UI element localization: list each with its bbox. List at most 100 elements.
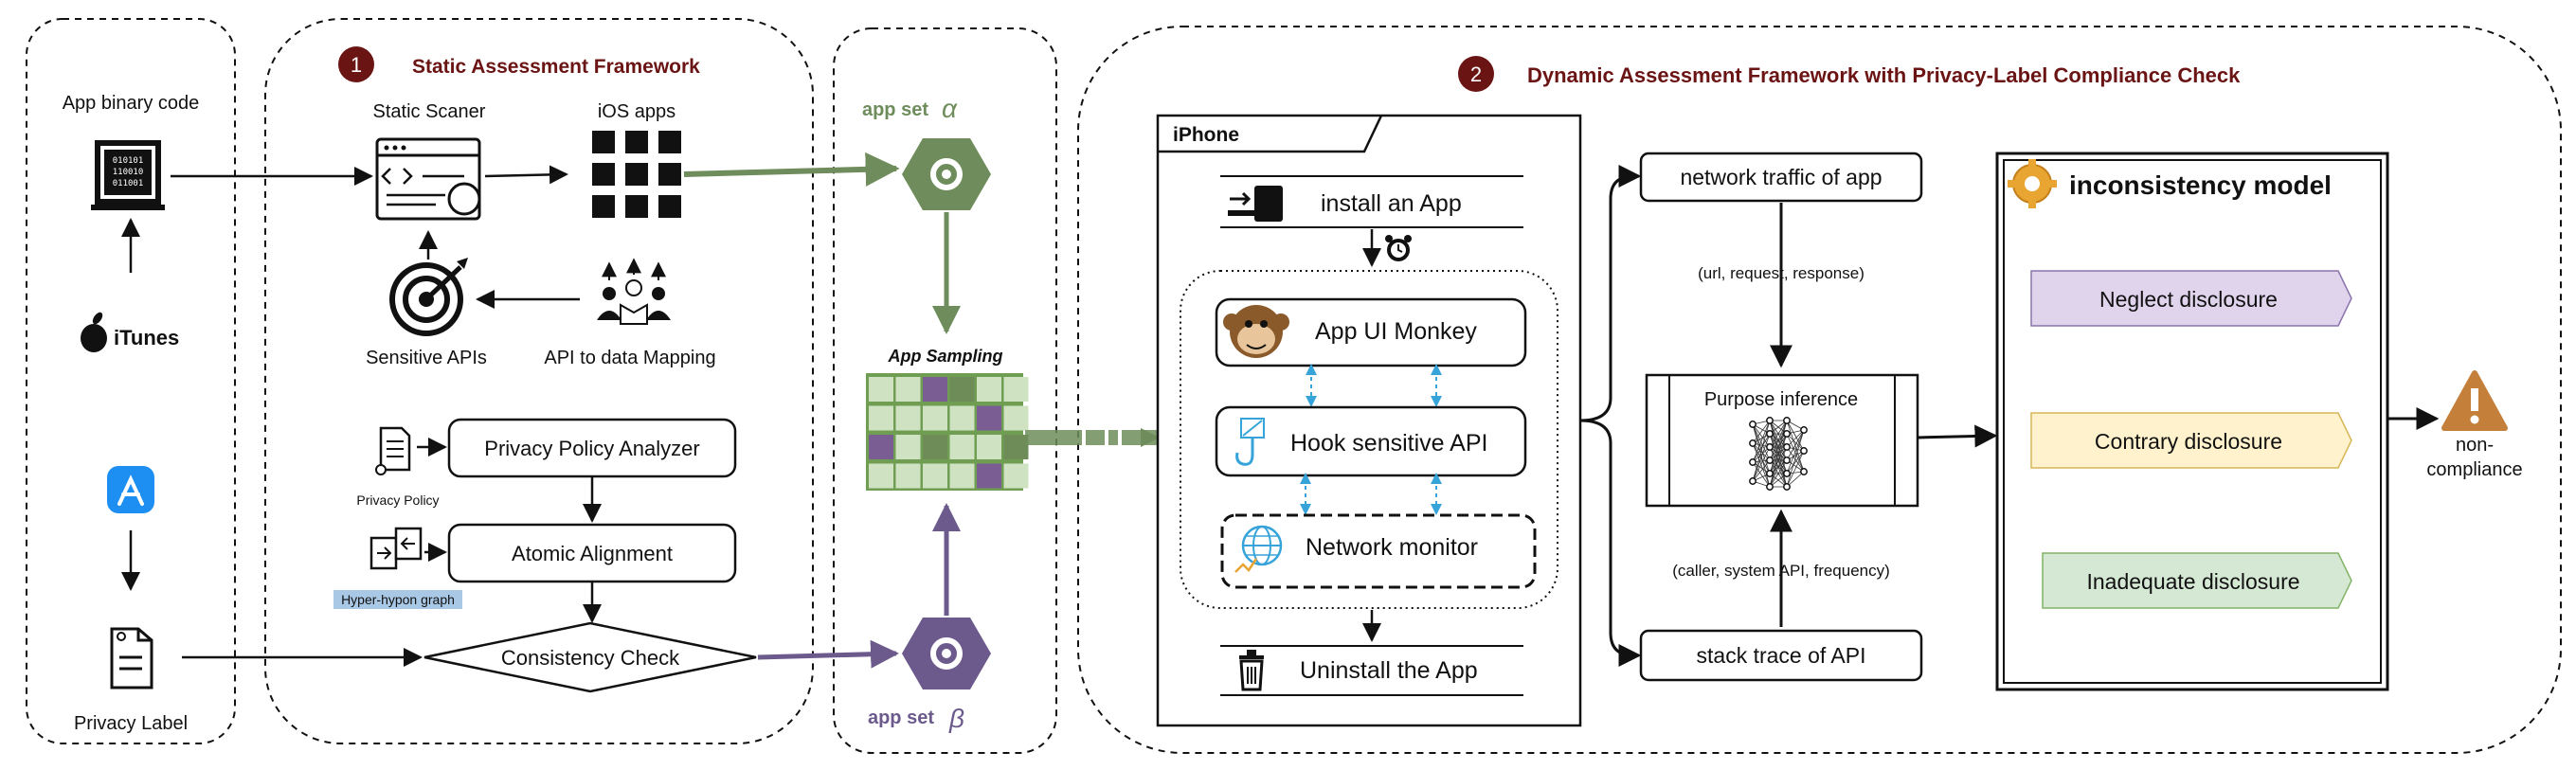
install-label: install an App — [1321, 190, 1462, 217]
network-monitor-box — [1220, 513, 1537, 589]
nn-edge — [1752, 459, 1771, 482]
sample-cell — [895, 405, 921, 431]
svg-text:010101: 010101 — [113, 156, 144, 166]
privacy-policy-icon — [375, 426, 411, 475]
nn-node — [1800, 468, 1808, 475]
nn-edge — [1752, 423, 1771, 475]
ui-monkey-label: App UI Monkey — [1315, 318, 1477, 345]
nn-edge — [1786, 429, 1805, 488]
nn-edge — [1752, 420, 1771, 482]
api-mapping-icon — [597, 258, 671, 325]
hyper-highlight — [333, 590, 462, 609]
alpha-symbol: α — [942, 94, 958, 123]
step-1-number: 1 — [351, 53, 362, 77]
nn-edge — [1786, 471, 1805, 488]
nn-edge — [1786, 433, 1805, 452]
static-title: Static Assessment Framework — [412, 56, 700, 78]
sample-cell — [1003, 377, 1029, 402]
nn-node — [1783, 457, 1791, 464]
nn-node — [1783, 430, 1791, 438]
nn-edge — [1786, 429, 1805, 448]
nn-edge — [1752, 446, 1771, 463]
privacy-policy-label: Privacy Policy — [356, 492, 439, 508]
sample-cell — [1003, 405, 1029, 431]
sensitive-apis-label: Sensitive APIs — [366, 348, 487, 368]
nn-edge — [1786, 420, 1805, 452]
nn-edge — [1769, 420, 1788, 448]
hook-api-label: Hook sensitive API — [1290, 430, 1487, 457]
contrary-disclosure-tag — [2030, 412, 2352, 469]
warning-icon — [2441, 370, 2508, 431]
app-set-alpha-hexagon — [902, 138, 991, 210]
app-sampling-label: App Sampling — [888, 347, 1003, 366]
sample-cell — [977, 405, 1001, 431]
nn-edge — [1769, 433, 1788, 488]
test-loop-region — [1180, 270, 1558, 609]
nn-node — [1766, 470, 1774, 477]
sample-cell — [949, 377, 975, 402]
ios-apps-grid-icon — [592, 131, 681, 218]
api-mapping-label: API to data Mapping — [544, 348, 715, 368]
sample-cell — [1003, 435, 1029, 459]
sample-cell — [895, 377, 921, 402]
privacy-label-text: Privacy Label — [74, 713, 188, 734]
nn-node — [1800, 447, 1808, 455]
binary-code-icon: 010101 110010 011001 — [91, 140, 165, 210]
sample-cell — [977, 463, 1001, 489]
nn-edge — [1786, 429, 1805, 461]
neglect-disclosure-label: Neglect disclosure — [2099, 287, 2278, 312]
nn-node — [1766, 457, 1774, 464]
step-2-badge — [1458, 56, 1494, 92]
nn-edge — [1752, 433, 1771, 463]
stack-trace-box — [1639, 629, 1923, 682]
sample-cell — [923, 405, 947, 431]
hyper-hypon-label: Hyper-hypon graph — [341, 592, 455, 607]
nn-node — [1800, 426, 1808, 434]
sample-cell — [869, 463, 893, 489]
step-1-badge — [338, 46, 374, 82]
consistency-check-label: Consistency Check — [501, 646, 680, 670]
app-set-beta-label: app set — [868, 707, 934, 728]
trash-icon — [1239, 650, 1264, 691]
nn-edge — [1769, 420, 1788, 461]
static-scanner-icon — [375, 137, 481, 221]
monkey-icon — [1223, 305, 1289, 358]
noncompliance-line2: compliance — [2426, 459, 2522, 480]
uninstall-label: Uninstall the App — [1300, 657, 1478, 684]
nn-node — [1766, 430, 1774, 438]
sample-cell — [895, 435, 921, 459]
ui-monkey-box — [1215, 297, 1527, 367]
beta-symbol: β — [948, 704, 964, 733]
alarm-clock-icon — [1385, 235, 1412, 261]
app-store-icon — [107, 466, 154, 513]
inadequate-disclosure-label: Inadequate disclosure — [2086, 569, 2299, 594]
step-2-number: 2 — [1470, 63, 1482, 86]
inconsistency-model-title: inconsistency model — [2069, 170, 2332, 200]
network-monitor-label: Network monitor — [1306, 534, 1478, 561]
sources-region — [26, 18, 236, 744]
nn-edge — [1752, 461, 1771, 488]
svg-text:110010: 110010 — [113, 168, 144, 177]
sample-cell — [949, 463, 975, 489]
nn-edge — [1786, 420, 1805, 473]
privacy-label-icon — [110, 627, 153, 689]
nn-edge — [1752, 420, 1771, 444]
static-scanner-label: Static Scaner — [373, 101, 486, 122]
nn-edge — [1769, 420, 1788, 475]
hook-icon — [1235, 418, 1265, 466]
stack-trace-detail: (caller, system API, frequency) — [1672, 562, 1890, 580]
network-traffic-box — [1639, 152, 1923, 203]
sensitive-apis-icon — [389, 258, 468, 336]
sample-cell — [869, 435, 893, 459]
nn-node — [1766, 443, 1774, 451]
neglect-disclosure-tag — [2030, 270, 2352, 327]
nn-edge — [1752, 442, 1771, 488]
nn-edge — [1752, 433, 1771, 482]
nn-node — [1749, 458, 1756, 466]
sample-cell — [949, 405, 975, 431]
atomic-alignment-label: Atomic Alignment — [512, 542, 673, 565]
sample-cell — [923, 435, 947, 459]
nn-node — [1783, 483, 1791, 491]
binary-code-label: App binary code — [63, 93, 200, 114]
